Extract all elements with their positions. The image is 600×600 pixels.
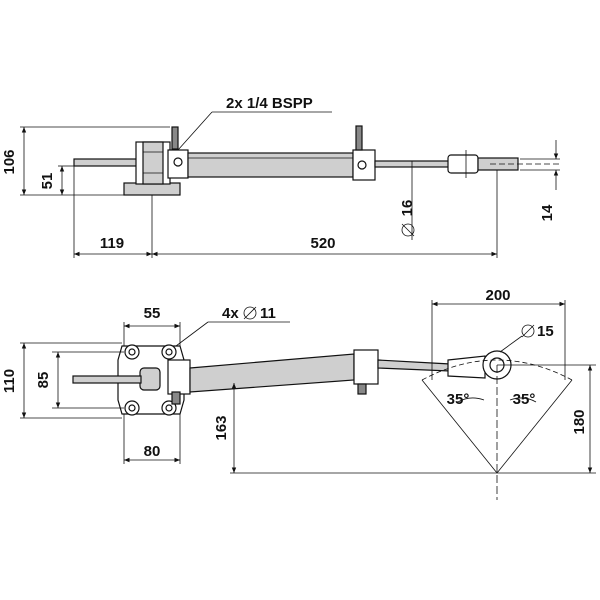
angle-right: 35° — [513, 391, 536, 408]
dim-80: 80 — [144, 443, 161, 460]
dim-14: 14 — [539, 204, 556, 221]
cylinder-barrel-plan — [189, 353, 355, 393]
svg-text:16: 16 — [399, 200, 416, 217]
dim-520: 520 — [310, 235, 335, 252]
plan-view: 55 4x 11 110 85 80 163 200 — [1, 287, 596, 500]
svg-text:15: 15 — [537, 323, 554, 340]
rear-rod-plan — [72, 375, 142, 384]
port-label: 2x 1/4 BSPP — [226, 95, 313, 112]
dim-55: 55 — [144, 305, 161, 322]
dim-163: 163 — [213, 415, 230, 440]
dim-110: 110 — [1, 369, 18, 393]
dim-119: 119 — [100, 235, 124, 252]
rear-rod — [73, 158, 141, 167]
dim-200: 200 — [485, 287, 510, 304]
dim-85: 85 — [35, 372, 52, 389]
svg-text:11: 11 — [260, 305, 276, 322]
dim-180: 180 — [571, 409, 588, 434]
holes-dia: 11 — [243, 305, 276, 322]
side-view: 106 51 119 520 16 14 2x 1/4 BSPP — [1, 95, 560, 258]
holes-label: 4x — [222, 305, 239, 322]
cylinder-barrel — [187, 152, 354, 178]
eye-dia: 15 — [521, 323, 554, 340]
port-fitting-right — [355, 125, 363, 151]
dim-16: 16 — [399, 200, 416, 237]
piston-rod-plan — [377, 359, 451, 372]
angle-left: 35° — [447, 391, 470, 408]
mount-base — [123, 182, 181, 196]
dim-51: 51 — [39, 173, 56, 190]
piston-rod — [374, 160, 451, 168]
rod-eye — [447, 154, 479, 174]
port-fitting-left — [171, 126, 179, 150]
dim-106: 106 — [1, 149, 18, 174]
